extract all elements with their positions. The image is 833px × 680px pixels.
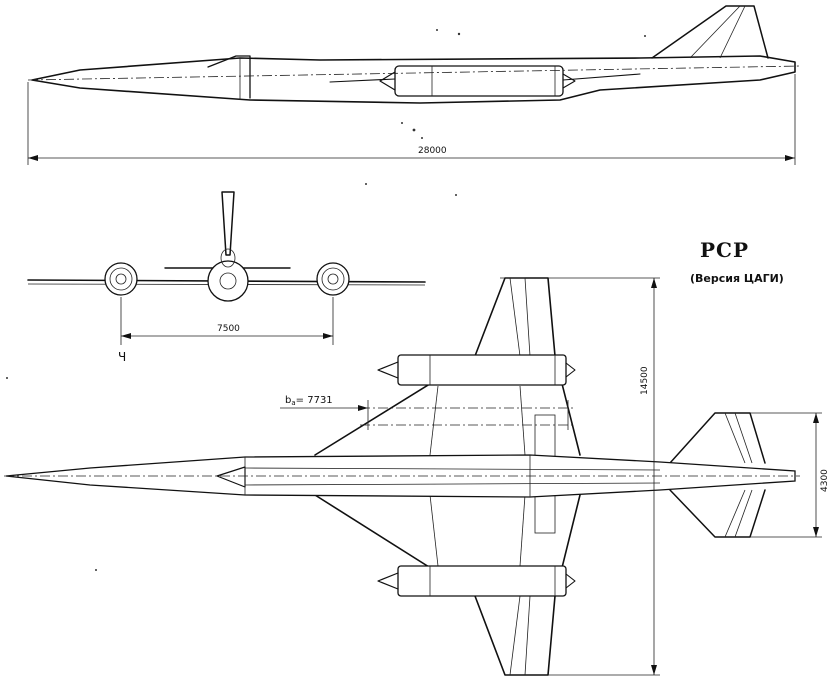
mac-value: = 7731 xyxy=(296,395,333,406)
plan-view: ba= 7731 14500 4300 xyxy=(4,277,830,676)
scan-specks xyxy=(6,29,646,571)
length-dimension: 28000 xyxy=(418,146,447,156)
front-view: 7500 Ч xyxy=(27,191,426,364)
wingspan-dimension: 14500 xyxy=(640,366,650,395)
tail-span-dimension: 4300 xyxy=(820,469,830,492)
aircraft-subtitle: (Версия ЦАГИ) xyxy=(690,272,784,285)
engine-spacing-dimension: 7500 xyxy=(217,324,240,334)
mac-label: ba= 7731 xyxy=(285,395,333,407)
mac-symbol: b xyxy=(285,395,291,406)
aircraft-title: РСР xyxy=(700,238,749,262)
annotation-mark: Ч xyxy=(118,350,126,364)
mac-subscript: a xyxy=(291,399,295,407)
side-view: 28000 xyxy=(27,5,801,165)
